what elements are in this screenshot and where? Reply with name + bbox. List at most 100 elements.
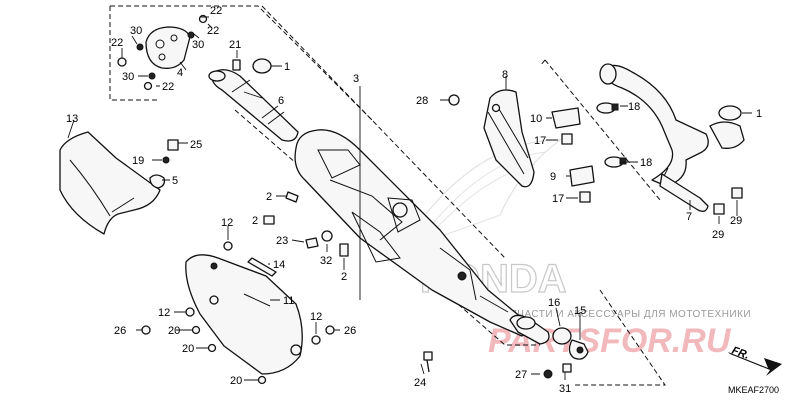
washer-22-a: [117, 57, 127, 67]
label-16: 16: [548, 297, 560, 309]
label-2-c: 2: [341, 271, 347, 283]
clamp-15: [568, 339, 589, 360]
label-22-b: 22: [207, 25, 219, 37]
label-5: 5: [172, 175, 178, 187]
label-30-b: 30: [192, 39, 204, 51]
collar-20-b: [207, 343, 217, 353]
part-labels: 22 30 22 30 22 4 30 22 21 1 6 3 13 25 19…: [66, 5, 762, 395]
label-12-a: 12: [221, 217, 233, 229]
label-8: 8: [502, 69, 508, 81]
label-21: 21: [229, 39, 241, 51]
label-1-b: 1: [756, 108, 762, 120]
nut-29-b: [731, 187, 743, 199]
label-31: 31: [559, 383, 571, 395]
bolt-28: [448, 94, 460, 106]
label-7: 7: [686, 211, 692, 223]
front-direction-arrow: [728, 352, 782, 376]
label-3: 3: [353, 73, 359, 85]
label-29-b: 29: [730, 215, 742, 227]
frame-upper-left: [109, 5, 373, 121]
collar-20-a: [191, 325, 201, 335]
label-20-a: 20: [168, 325, 180, 337]
nut-30-a: [136, 43, 144, 51]
nut-17-a: [561, 133, 573, 145]
watermark-text: ЗАПЧАСТИ И АКСЕССУАРЫ ДЛЯ МОТОТЕХНИКИ: [496, 309, 751, 320]
label-26-a: 26: [114, 325, 126, 337]
grommet-12-a: [223, 241, 233, 251]
washer-22-d: [143, 81, 153, 91]
diagram-code: MKEAF2700: [728, 385, 779, 395]
label-20-b: 20: [182, 343, 194, 355]
rubber-14: [247, 257, 277, 277]
label-18-b: 18: [640, 157, 652, 169]
label-4: 4: [177, 67, 183, 79]
label-12-c: 12: [310, 311, 322, 323]
label-1-a: 1: [284, 61, 290, 73]
grommet-12-c: [311, 335, 321, 345]
label-22-a: 22: [111, 37, 123, 49]
clip-2-c: [339, 243, 349, 257]
bolt-21: [232, 59, 241, 71]
label-13: 13: [66, 113, 78, 125]
label-6: 6: [278, 95, 284, 107]
label-24: 24: [414, 377, 426, 389]
muffler-cover-13: [59, 131, 161, 235]
direction-label: FR.: [730, 345, 751, 362]
label-22-d: 22: [162, 81, 174, 93]
heat-guard-4: [145, 26, 191, 69]
label-2-a: 2: [266, 191, 272, 203]
gasket-1-a: [252, 58, 272, 74]
label-23: 23: [276, 235, 288, 247]
label-19: 19: [132, 155, 144, 167]
washer-32: [321, 230, 333, 242]
label-14: 14: [273, 259, 285, 271]
band-18-b: [604, 156, 627, 168]
nut-30-b: [187, 31, 195, 39]
label-18-a: 18: [628, 101, 640, 113]
label-27: 27: [515, 369, 527, 381]
bolt-24: [423, 351, 433, 373]
washer-26-b: [325, 325, 335, 335]
bolt-31: [562, 363, 572, 373]
tail-pipe-16: [509, 314, 550, 345]
side-protector-11: [185, 254, 303, 375]
label-25: 25: [190, 139, 202, 151]
label-28: 28: [416, 95, 428, 107]
label-9: 9: [550, 171, 556, 183]
frame-lower-right: [539, 59, 666, 386]
joint-pipe-6: [208, 69, 299, 142]
bracket-9: [569, 165, 595, 187]
label-12-b: 12: [158, 307, 170, 319]
collar-19: [162, 156, 170, 164]
label-15: 15: [574, 305, 586, 317]
bracket-10: [551, 107, 581, 129]
label-2-b: 2: [252, 215, 258, 227]
label-11: 11: [283, 295, 294, 307]
band-18-a: [596, 102, 619, 114]
heat-shield-8: [483, 89, 535, 188]
label-17-a: 17: [534, 135, 546, 147]
collar-20-c: [257, 375, 267, 385]
label-17-b: 17: [552, 193, 564, 205]
label-29-a: 29: [712, 229, 724, 241]
label-20-c: 20: [230, 375, 242, 387]
leader-lines: [67, 16, 752, 381]
label-10: 10: [530, 113, 542, 125]
grommet-12-b: [185, 307, 195, 317]
frame-main-muffler: [234, 5, 540, 346]
nut-30-c: [148, 72, 156, 80]
clip-2-a: [285, 191, 299, 203]
washer-26-a: [141, 325, 151, 335]
grommet-5: [149, 174, 166, 189]
label-26-b: 26: [344, 325, 356, 337]
label-30-a: 30: [130, 25, 142, 37]
label-30-c: 30: [122, 71, 134, 83]
bolt-25: [167, 139, 179, 151]
nut-29-a: [713, 203, 725, 215]
gasket-16: [552, 327, 572, 345]
clip-2-b: [263, 215, 275, 225]
exhaust-pipe-7: [599, 63, 745, 212]
gasket-1-b: [718, 105, 742, 121]
nut-17-b: [579, 191, 591, 203]
